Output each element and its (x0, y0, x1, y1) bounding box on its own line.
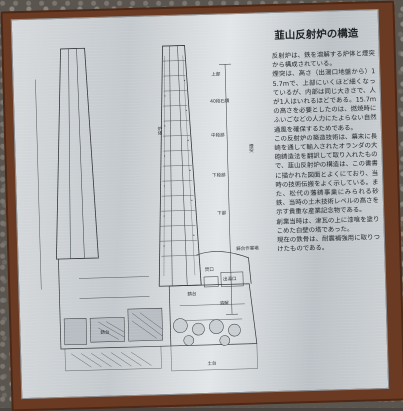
label-chimney-upper: 40段石積 (210, 99, 230, 105)
diagram-drawing (35, 45, 258, 372)
label-left-annex: 鋳台 (100, 330, 110, 336)
label-middle: 中段部 (210, 133, 225, 139)
label-bottom: 下部 (217, 211, 227, 217)
furnace-cross-section-diagram: 上部 40段石積 中段部 下段部 下部 煙突 炉体 焚口 出湯口 鋳台 鋳台 土… (12, 13, 282, 398)
label-furnace: 溶解 (219, 301, 229, 307)
label-platform: 鋳台作業場 (236, 246, 259, 253)
paragraph-chimney: 煙突は、高さ（出湯口地盤から）15.7mで、上部にいくほど細くなっているが、内部… (272, 67, 377, 134)
information-plate: 上部 40段石積 中段部 下段部 下部 煙突 炉体 焚口 出湯口 鋳台 鋳台 土… (10, 9, 390, 400)
label-gate: 鋳台 (187, 292, 197, 298)
paragraph-steel-frame: 現在の鉄骨は、耐震補強用に取りつけたものである。 (276, 233, 381, 254)
right-furnace-body (169, 283, 258, 347)
paragraph-technology: この反射炉の築造技術は、幕末に長崎を通して輸入されたオランダの大砲鋳造法を翻訳し… (274, 131, 380, 217)
label-top: 上部 (211, 72, 221, 78)
label-outlet: 出湯口 (223, 277, 237, 283)
sign-body: 反射炉は、鉄を溶解する炉体と煙突から構成されている。 煙突は、高さ（出湯口地盤か… (272, 49, 381, 254)
left-chimney-outline (56, 47, 99, 260)
label-base: 土台 (207, 361, 217, 367)
label-chimney: 煙突 (248, 143, 254, 153)
label-lower: 下段部 (212, 173, 226, 179)
label-body: 炉体 (156, 126, 163, 136)
left-furnace-body (58, 259, 172, 350)
sign-title: 韮山反射炉の構造 (274, 27, 359, 42)
label-firebox: 焚口 (204, 267, 214, 273)
